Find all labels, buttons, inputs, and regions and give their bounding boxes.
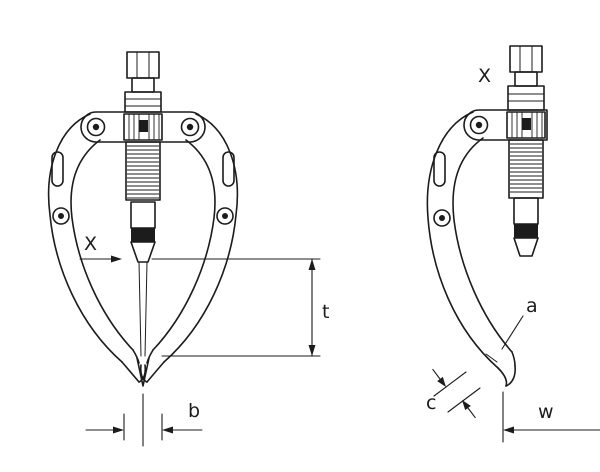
jaw-outer xyxy=(121,361,140,383)
spindle-dark-band xyxy=(131,228,155,242)
jaw-outer xyxy=(497,367,508,387)
ext-line-a xyxy=(433,371,467,397)
side-view: X a c w xyxy=(426,45,600,443)
arrowhead-left xyxy=(162,426,173,434)
front-view: X t b xyxy=(47,51,329,447)
spindle-collar xyxy=(124,91,162,113)
arm-pivot-center xyxy=(222,213,228,219)
dimension-c: c xyxy=(426,368,481,419)
x-arrowhead xyxy=(111,255,122,263)
dim-line-a xyxy=(432,368,441,380)
jaw-hook xyxy=(139,364,148,383)
hub-slot xyxy=(522,118,531,130)
label-x-front: X xyxy=(84,233,97,255)
arrowhead-right xyxy=(113,426,124,434)
spindle-neck xyxy=(514,71,538,87)
jaw-hook xyxy=(505,365,516,387)
pivot-bolt xyxy=(86,117,106,137)
claw-tip xyxy=(136,357,150,387)
front-view-marker: X xyxy=(79,233,122,263)
thread-lines xyxy=(127,145,159,199)
arm-pivot xyxy=(433,209,451,227)
arrowhead-a xyxy=(437,376,446,387)
label-dim-b: b xyxy=(188,400,200,422)
dimension-t: t xyxy=(151,258,329,357)
label-x-side: X xyxy=(478,65,491,87)
arm-pivot-center xyxy=(58,213,64,219)
arm xyxy=(426,111,516,387)
left-arm xyxy=(47,113,147,383)
spindle-neck xyxy=(131,77,155,93)
arrowhead-left xyxy=(503,426,514,434)
arm-outer-edge xyxy=(426,111,499,369)
thread-lines xyxy=(510,143,542,193)
yoke xyxy=(463,109,548,141)
side-view-marker: X xyxy=(478,65,491,87)
arm-outer-edge xyxy=(163,113,239,363)
arm-slot xyxy=(433,151,446,187)
arm-pivot-center xyxy=(439,215,445,221)
yoke-hub xyxy=(123,113,163,141)
pivot-bolt xyxy=(469,115,489,135)
right-arm xyxy=(139,113,239,383)
spindle-collar xyxy=(507,85,545,111)
arm-slot xyxy=(222,151,235,187)
thread-body xyxy=(125,141,161,201)
spindle-tip xyxy=(513,237,539,257)
spindle-dark-band xyxy=(514,224,538,238)
thread-body xyxy=(508,139,544,199)
yoke-body xyxy=(80,111,206,143)
arm-outer-edge xyxy=(47,113,123,363)
arrowhead-up xyxy=(308,259,316,270)
pivot-bolt-center xyxy=(186,123,194,131)
arrowhead-b xyxy=(462,400,471,411)
dimension-a: a xyxy=(501,295,538,350)
jaw-inner xyxy=(511,351,516,367)
threaded-spindle xyxy=(125,141,161,263)
pivot-bolt-center xyxy=(92,123,100,131)
spindle-shank xyxy=(513,197,539,225)
arm-inner-edge xyxy=(70,139,134,351)
yoke xyxy=(80,111,206,143)
leader-line xyxy=(501,315,524,350)
arm-pivot xyxy=(216,207,234,225)
arm-pivot xyxy=(52,207,70,225)
pivot-bolt-center xyxy=(475,121,483,129)
dim-line-b xyxy=(467,407,476,419)
label-dim-a: a xyxy=(526,295,538,317)
hub-slot xyxy=(139,120,148,132)
arm-inner-edge xyxy=(152,139,216,351)
arm-inner-edge xyxy=(452,137,513,353)
label-dim-c: c xyxy=(426,392,436,414)
jaw-step-line xyxy=(485,353,498,363)
jaw-outer xyxy=(146,361,165,383)
center-point xyxy=(136,261,150,387)
label-dim-w: w xyxy=(538,401,554,423)
jaw-inner xyxy=(132,349,140,364)
label-dim-t: t xyxy=(322,301,329,323)
dimension-w: w xyxy=(502,391,600,443)
spindle-top xyxy=(507,45,545,111)
hex-head xyxy=(509,45,543,73)
jaw-inner xyxy=(146,349,154,364)
spindle-shank xyxy=(130,201,156,229)
arm-slot xyxy=(51,151,64,187)
hex-head xyxy=(126,51,160,79)
spindle-tip xyxy=(130,241,156,263)
pivot-bolt xyxy=(180,117,200,137)
threaded-spindle xyxy=(508,139,544,257)
jaw-hook xyxy=(138,364,147,383)
yoke-hub xyxy=(506,111,546,139)
spindle-top xyxy=(124,51,162,113)
dimension-b: b xyxy=(85,393,203,447)
ext-line-b xyxy=(447,387,481,413)
arrowhead-down xyxy=(308,345,316,356)
